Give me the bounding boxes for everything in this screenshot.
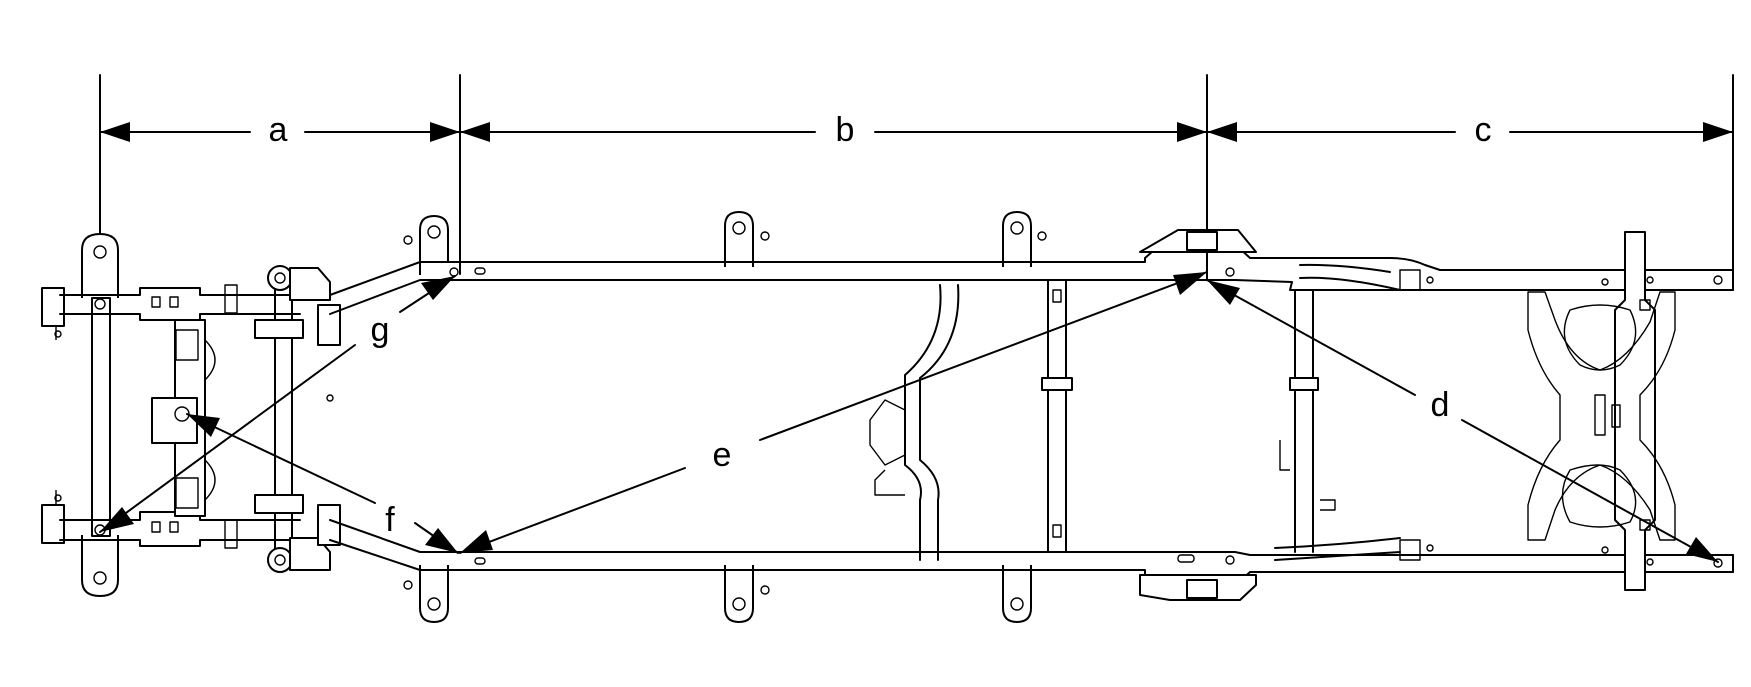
label-f: f bbox=[385, 501, 395, 539]
dimension-c bbox=[1206, 122, 1734, 142]
dimension-b bbox=[459, 122, 1208, 142]
label-d: d bbox=[1431, 386, 1450, 424]
label-g: g bbox=[371, 311, 390, 349]
extension-lines bbox=[99, 74, 1734, 299]
label-e: e bbox=[713, 436, 732, 474]
diagonal-f bbox=[186, 413, 459, 554]
dimension-labels: a b c d e f g bbox=[255, 111, 1506, 539]
diagonal-d bbox=[1206, 279, 1719, 563]
diagonal-g bbox=[99, 275, 456, 533]
label-b: b bbox=[836, 111, 855, 149]
dimension-a bbox=[99, 122, 461, 142]
label-a: a bbox=[269, 111, 288, 149]
label-c: c bbox=[1475, 111, 1492, 149]
vehicle-frame bbox=[41, 211, 1734, 623]
diagonal-e bbox=[459, 271, 1208, 554]
